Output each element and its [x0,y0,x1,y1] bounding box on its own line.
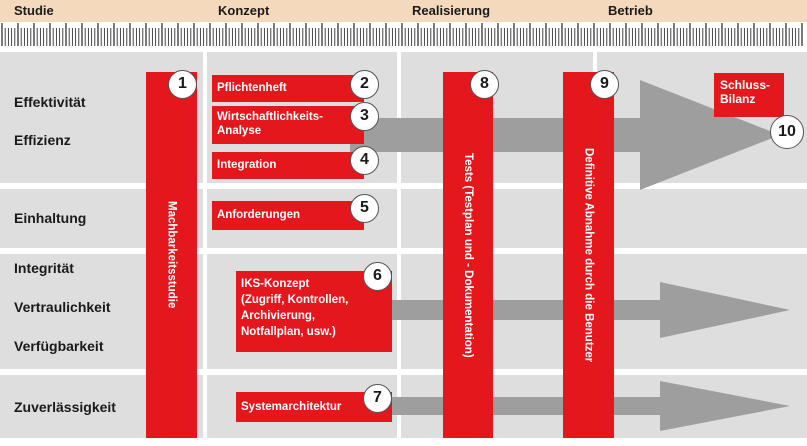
step-3-number-badge: 3 [350,102,379,131]
ruler-background [0,22,807,47]
phase-studie: Studie [14,3,54,18]
step-5-label: Anforderungen [217,209,301,221]
step-10-schlussbilanz-box: Schluss- Bilanz [714,73,784,117]
step-4-integration-box: Integration [212,152,364,179]
phase-separator [203,50,207,440]
step-6-label-line4: Notfallplan, usw.) [241,326,336,338]
phase-separator [397,50,401,440]
step-3-label-line1: Wirtschaftlichkeits- [217,111,323,123]
phase-header-bar [0,0,807,22]
step-6-label-line2: (Zugriff, Kontrollen, [241,294,349,306]
step-6-label-line3: Archivierung, [241,310,316,322]
step-10-number-badge: 10 [770,115,804,149]
step-5-number-badge: 5 [350,194,379,223]
step-7-number-badge: 7 [363,384,392,413]
phase-konzept: Konzept [218,3,270,18]
timeline-ruler [0,22,807,47]
step-5-anforderungen-box: Anforderungen [212,201,364,230]
step-8-tests-bar: Tests (Testplan und - Dokumentation) [443,72,493,438]
step-9-label: Definitive Abnahme durch die Benutzer [582,147,595,363]
step-2-number-badge: 2 [350,70,379,99]
step-6-label-line1: IKS-Konzept [241,278,310,290]
step-1-label: Machbarkeitsstudie [165,201,178,309]
step-10-label-line1: Schluss- [720,78,771,92]
step-8-number-badge: 8 [470,70,499,99]
step-10-label-line2: Bilanz [720,92,756,106]
row-label-effizienz: Effizienz [14,132,71,148]
phase-realisierung: Realisierung [412,3,491,18]
step-8-label: Tests (Testplan und - Dokumentation) [462,152,474,358]
row-label-effektivitaet: Effektivität [14,94,86,110]
step-9-abnahme-bar: Definitive Abnahme durch die Benutzer [563,72,614,438]
row-label-integritaet: Integrität [14,260,74,276]
row-label-einhaltung: Einhaltung [14,210,87,226]
row-label-zuverlaessigkeit: Zuverlässigkeit [14,399,116,415]
row-label-verfuegbarkeit: Verfügbarkeit [14,338,104,354]
step-4-label: Integration [217,159,277,171]
step-4-number-badge: 4 [350,146,379,175]
step-1-machbarkeitsstudie-bar: Machbarkeitsstudie [146,72,197,438]
step-2-pflichtenheft-box: Pflichtenheft [212,75,364,102]
step-1-number-badge: 1 [168,70,197,99]
step-7-label: Systemarchitektur [241,401,342,413]
step-3-wirtschaftlichkeitsanalyse-box: Wirtschaftlichkeits- Analyse [212,106,364,144]
row-label-vertraulichkeit: Vertraulichkeit [14,299,111,315]
band-einhaltung [0,189,807,248]
step-9-number-badge: 9 [590,70,619,99]
step-2-label: Pflichtenheft [217,82,287,94]
phase-betrieb: Betrieb [608,3,653,18]
step-6-number-badge: 6 [363,262,392,291]
step-3-label-line2: Analyse [217,125,262,137]
